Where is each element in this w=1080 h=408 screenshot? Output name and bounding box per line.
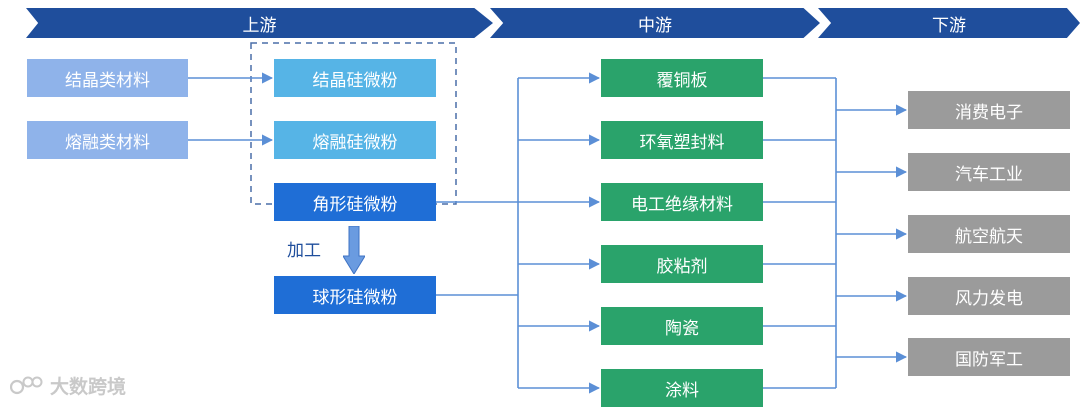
downstream-item: 消费电子 bbox=[908, 91, 1070, 129]
downstream-item: 汽车工业 bbox=[908, 153, 1070, 191]
powder-crystalline: 结晶硅微粉 bbox=[274, 59, 436, 97]
midstream-item: 电工绝缘材料 bbox=[601, 183, 763, 221]
raw-material-fused: 熔融类材料 bbox=[27, 121, 188, 159]
watermark-text: 大数跨境 bbox=[50, 376, 127, 398]
midstream-item: 涂料 bbox=[601, 369, 763, 407]
stage-downstream: 下游 bbox=[818, 8, 1080, 38]
stage-midstream: 中游 bbox=[490, 8, 820, 38]
midstream-item: 陶瓷 bbox=[601, 307, 763, 345]
powder-angular: 角形硅微粉 bbox=[274, 183, 436, 221]
downstream-item: 航空航天 bbox=[908, 215, 1070, 253]
process-label: 加工 bbox=[287, 241, 321, 261]
downstream-item: 风力发电 bbox=[908, 277, 1070, 315]
watermark: 大数跨境 bbox=[10, 372, 126, 399]
process-down-arrow-icon bbox=[343, 226, 365, 274]
watermark-logo-icon bbox=[10, 376, 43, 394]
midstream-item: 覆铜板 bbox=[601, 59, 763, 97]
stage-upstream: 上游 bbox=[26, 8, 493, 38]
midstream-item: 环氧塑封料 bbox=[601, 121, 763, 159]
midstream-item: 胶粘剂 bbox=[601, 245, 763, 283]
powder-fused: 熔融硅微粉 bbox=[274, 121, 436, 159]
powder-spherical: 球形硅微粉 bbox=[274, 276, 436, 314]
raw-material-crystalline: 结晶类材料 bbox=[27, 59, 188, 97]
downstream-item: 国防军工 bbox=[908, 338, 1070, 376]
